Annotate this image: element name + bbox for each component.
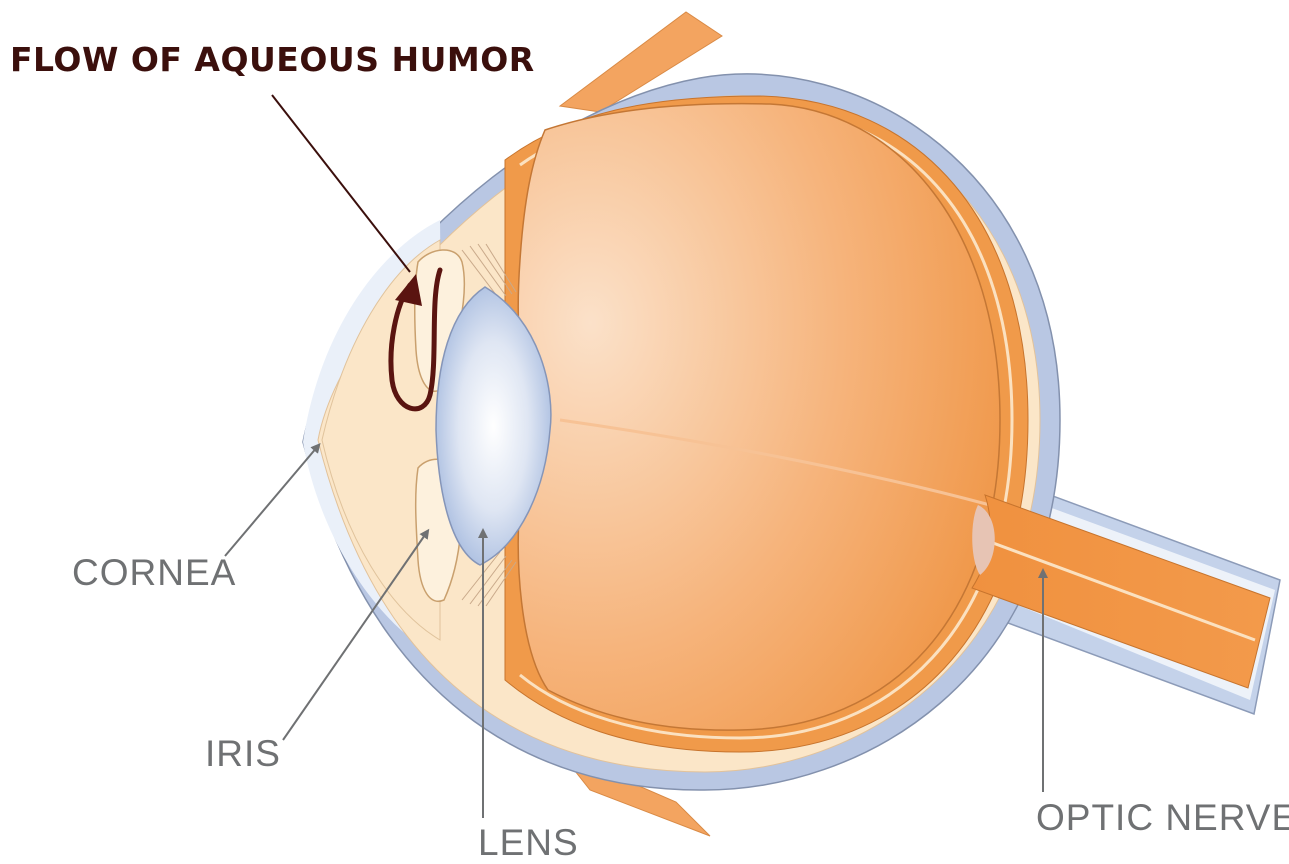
vitreous-body [518, 104, 1000, 730]
optic-nerve-label: OPTIC NERVE [1036, 797, 1289, 839]
cornea-label: CORNEA [72, 552, 236, 594]
iris-label: IRIS [205, 733, 281, 775]
cornea-pointer [225, 446, 318, 556]
lens-label: LENS [478, 822, 579, 864]
diagram-title: FLOW OF AQUEOUS HUMOR [10, 40, 535, 79]
title-pointer [272, 95, 410, 272]
